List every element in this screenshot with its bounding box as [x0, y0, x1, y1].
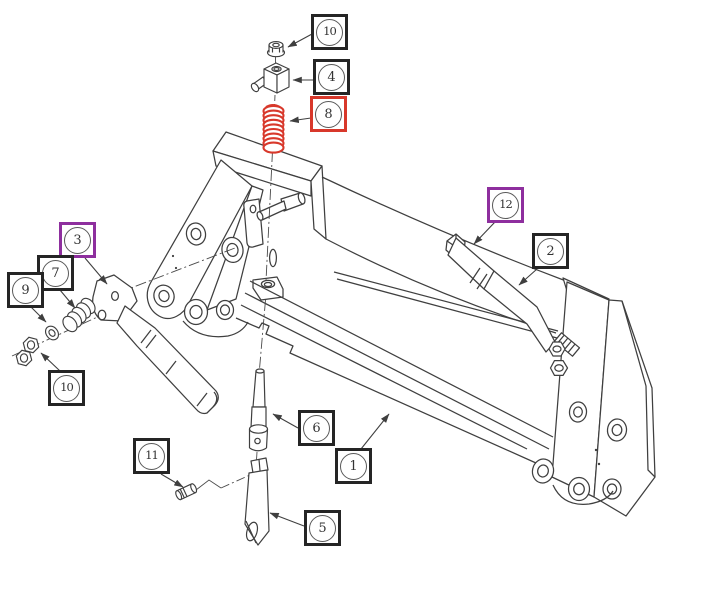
callout-6: 6: [298, 410, 335, 446]
callout-11: 11: [133, 438, 170, 474]
callout-number: 12: [492, 191, 519, 219]
callout-3-purple: 3: [59, 222, 96, 258]
spring-part-7: [62, 297, 96, 333]
callout-number: 4: [318, 63, 345, 91]
callout-number: 2: [537, 237, 564, 265]
block-part-4: [250, 62, 290, 94]
callout-number: 11: [138, 442, 165, 470]
callout-number: 10: [53, 374, 80, 402]
nut-part-10-top: [266, 41, 286, 58]
lever-part-3: [92, 274, 219, 415]
callout-number: 1: [340, 452, 367, 480]
washer-part-9: [44, 325, 60, 341]
callout-number: 10: [316, 18, 343, 46]
frame-part-1: [146, 131, 656, 517]
axis-lines: [11, 313, 105, 357]
callout-number: 8: [315, 100, 342, 128]
callout-9: 9: [7, 272, 44, 308]
callout-1: 1: [335, 448, 372, 484]
callout-12-purple: 12: [487, 187, 524, 223]
center-lines: [117, 57, 276, 491]
nuts-part-10-left: [15, 336, 40, 367]
handle-part-12-2: [445, 233, 581, 377]
spring-part-8-highlighted: [262, 103, 285, 154]
callout-8-red: 8: [310, 96, 347, 132]
pin-part-11: [175, 483, 198, 501]
callout-4: 4: [313, 59, 350, 95]
callout-number: 6: [303, 414, 330, 442]
callout-2: 2: [532, 233, 569, 269]
callout-number: 7: [42, 259, 69, 287]
callout-number: 9: [12, 276, 39, 304]
wedge-part-5: [244, 457, 270, 546]
callout-number: 3: [64, 226, 91, 254]
callout-10-bottom: 10: [48, 370, 85, 406]
callout-5: 5: [304, 510, 341, 546]
pin-part-6: [248, 368, 269, 452]
callout-10-top: 10: [311, 14, 348, 50]
callout-number: 5: [309, 514, 336, 542]
leader-lines: [30, 33, 538, 527]
